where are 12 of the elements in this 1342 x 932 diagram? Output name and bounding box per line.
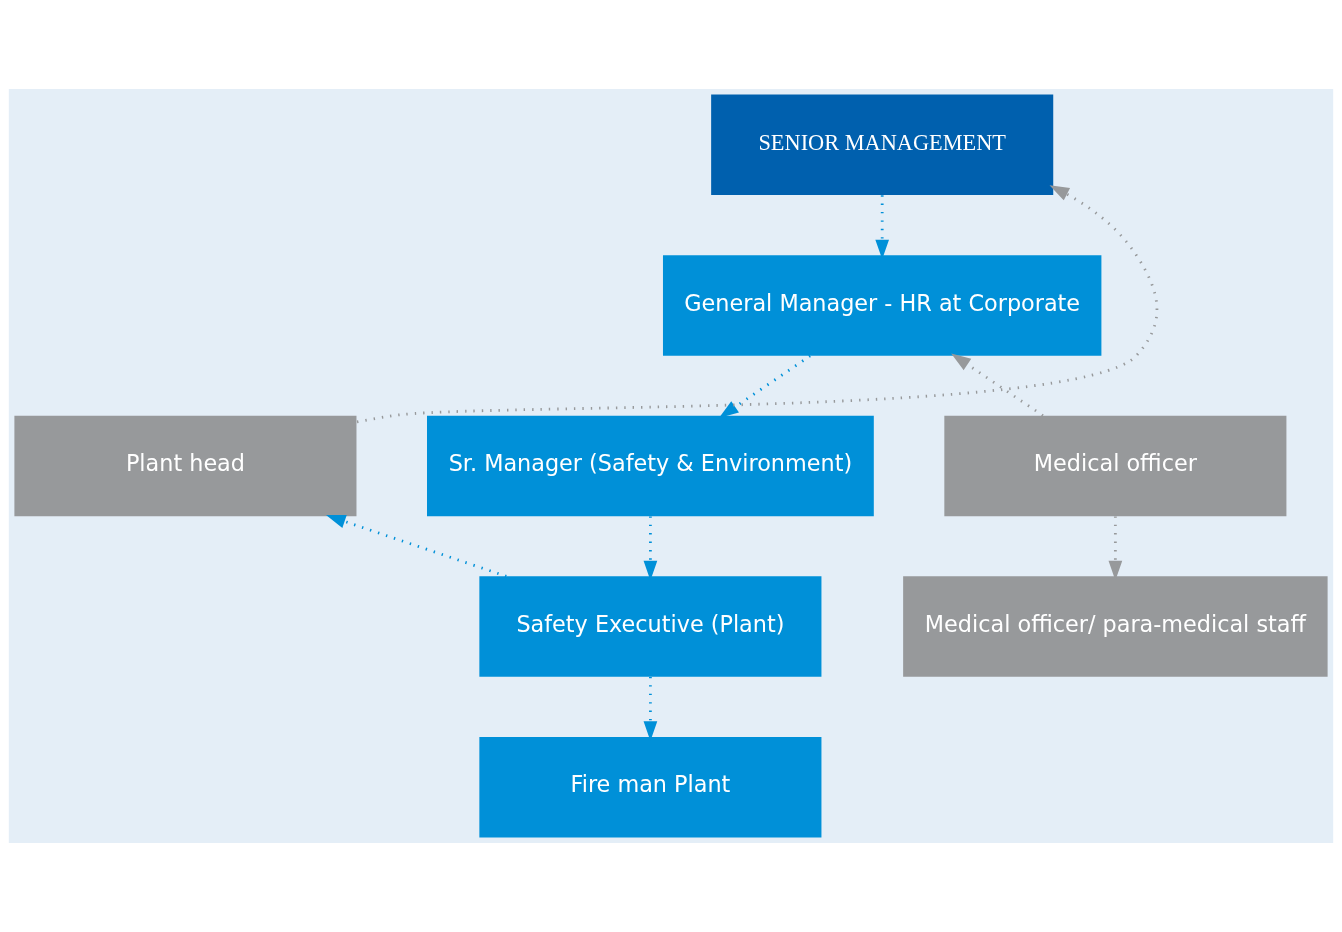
arrow <box>718 354 811 418</box>
node-box: Medical officer <box>944 415 1287 517</box>
node-box: Safety Executive (Plant) <box>479 576 822 677</box>
node-box: Medical officer/ para-medical staff <box>903 576 1328 677</box>
arrow <box>326 514 507 578</box>
arrow <box>951 353 1044 417</box>
node-box: Plant head <box>14 415 357 517</box>
node-box: SENIOR MANAGEMENT <box>711 94 1054 196</box>
node-box: Sr. Manager (Safety & Environment) <box>427 415 874 517</box>
arrow <box>356 185 1159 424</box>
node-box: General Manager - HR at Corporate <box>662 255 1102 356</box>
node-box: Fire man Plant <box>479 736 822 838</box>
